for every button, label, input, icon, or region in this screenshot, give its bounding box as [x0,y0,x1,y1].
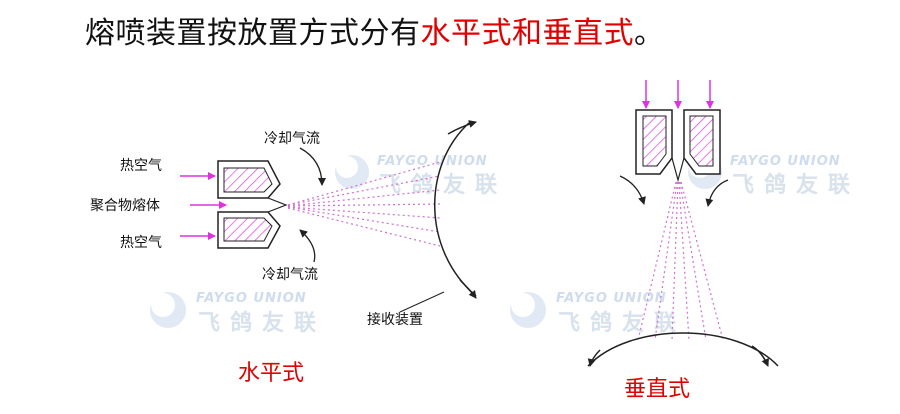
horizontal-input-arrows [180,172,227,240]
watermark-cn-4: 飞鸽友联 [732,172,860,198]
label-collector: 接收装置 [367,311,423,328]
vertical-collector [587,332,779,367]
cooling-arrow-top [299,147,326,186]
horizontal-spray [287,161,441,247]
watermark-logo-3: FAYGO UNION 飞鸽友联 [510,291,686,336]
caption-vertical: 垂直式 [624,377,690,402]
vertical-spray [637,181,724,341]
cooling-arrow-right [705,179,729,207]
watermark-en-3: FAYGO UNION [556,291,667,306]
watermark-en-2: FAYGO UNION [196,291,307,306]
label-polymer-melt: 聚合物熔体 [90,198,160,214]
page-title: 熔喷装置按放置方式分有水平式和垂直式。 [85,8,665,52]
watermark-logo-1: FAYGO UNION 飞鸽友联 [335,154,497,198]
vertical-die [635,109,721,183]
horizontal-cooling-arrows [299,147,326,263]
label-cooling-air-top: 冷却气流 [264,131,320,147]
title-prefix: 熔喷装置按放置方式分有 [85,16,421,51]
vertical-input-arrows [642,80,714,109]
title-suffix: 。 [634,16,665,51]
label-hot-air-bottom: 热空气 [120,235,162,251]
title-highlight: 水平式和垂直式 [420,16,634,51]
horizontal-collector [399,120,477,313]
caption-horizontal: 水平式 [238,361,304,386]
label-cooling-air-bottom: 冷却气流 [262,267,318,283]
cooling-arrow-bottom [299,229,316,263]
watermark-cn-2: 飞鸽友联 [198,310,326,336]
watermark-en-1: FAYGO UNION [377,154,488,169]
vertical-cooling-arrows [619,175,729,207]
label-hot-air-top: 热空气 [120,158,162,174]
watermark-logo-2: FAYGO UNION 飞鸽友联 [150,291,326,336]
cooling-arrow-left [619,175,646,205]
watermark-en-4: FAYGO UNION [730,154,841,169]
watermark-cn-3: 飞鸽友联 [558,310,686,336]
horizontal-die [217,160,288,249]
